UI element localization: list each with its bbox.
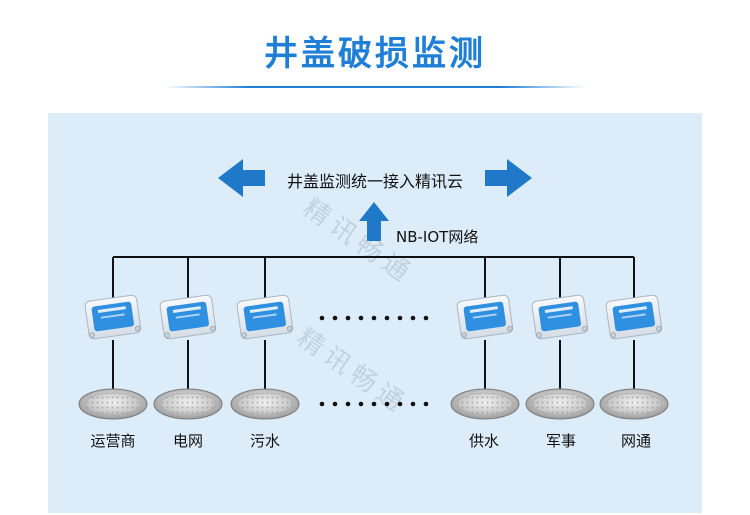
device-label-1: 电网 [172,432,203,450]
up-arrow-icon [359,202,389,241]
sensor-device-icon [531,294,589,340]
sensor-device-icon [456,294,514,340]
device-label-4: 军事 [545,432,576,450]
network-label: NB-IOT网络 [396,228,479,246]
manhole-cover-icon [153,388,223,420]
page-title: 井盖破损监测 [264,34,486,74]
sensor-device-icon [84,294,142,340]
title-underline [165,86,585,88]
sensor-device-icon [605,294,663,340]
manhole-cover-icon [450,388,520,420]
manhole-cover-icon [78,388,148,420]
sensor-device-icon [159,294,217,340]
manhole-cover-icon [230,388,300,420]
manhole-cover-icon [525,388,595,420]
device-label-0: 运营商 [90,432,136,450]
sensor-device-icon [236,294,294,340]
cloud-access-label: 井盖监测统一接入精讯云 [286,172,463,191]
device-label-5: 网通 [620,432,651,450]
device-label-2: 污水 [249,432,280,450]
device-label-3: 供水 [468,432,499,450]
manhole-cover-icon [599,388,669,420]
ellipsis-dots-sensors [319,315,429,321]
left-arrow-icon [218,159,265,197]
right-arrow-icon [485,159,532,197]
ellipsis-dots-covers [319,401,429,407]
diagram-panel [48,113,702,513]
